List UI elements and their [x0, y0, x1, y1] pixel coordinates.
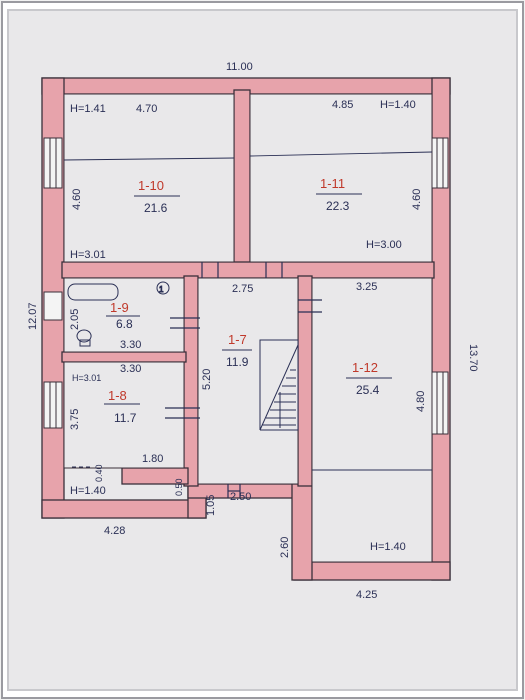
room-1-9-depth: 2.05	[69, 309, 81, 330]
dim-stair-opening: 2.50	[230, 491, 251, 503]
floor-room-1-10	[63, 93, 235, 263]
window-left-bottom	[43, 381, 63, 429]
room-1-8-area: 11.7	[114, 411, 137, 425]
room-1-8-gap: 0.40	[94, 464, 104, 482]
room-1-9: 2.05 1-9 6.8 3.30	[69, 300, 141, 351]
wall-corridor-right	[297, 275, 313, 487]
room-1-8-width: 3.30	[120, 363, 141, 375]
room-1-11: 4.85 H=1.40 4.60 1-11 22.3 H=3.00	[316, 99, 423, 251]
room-1-8-number: 1-8	[108, 388, 127, 403]
room-1-11-area: 22.3	[326, 199, 350, 213]
room-1-9-number: 1-9	[110, 300, 129, 315]
dim-overall-height-right: 13.70	[467, 344, 479, 372]
windows	[43, 137, 449, 435]
room-1-10: H=1.41 4.70 4.60 1-10 21.6 H=3.01	[70, 103, 180, 261]
room-1-11-number: 1-11	[320, 176, 345, 191]
room-1-10-width: 4.70	[136, 103, 157, 115]
room-1-11-width: 4.85	[332, 99, 353, 111]
room-1-8-depth: 3.75	[69, 409, 81, 430]
room-1-7-area: 11.9	[226, 355, 249, 369]
dim-overall-height-left: 12.07	[27, 302, 39, 330]
room-1-8-height-bottom: H=1.40	[70, 485, 106, 497]
floor-room-1-12	[311, 277, 433, 563]
wall-bottom-left	[41, 499, 207, 519]
window-right-top	[431, 137, 449, 189]
room-1-11-height-top: H=1.40	[380, 99, 416, 111]
staircase	[259, 339, 299, 431]
internal-lines	[63, 151, 433, 471]
dim-overall-width: 11.00	[226, 61, 253, 73]
wall-bath-divider	[61, 351, 187, 363]
dim-bottom-right: 4.25	[356, 589, 377, 601]
floor-room-1-7	[197, 277, 299, 485]
paper-border	[1, 3, 524, 697]
room-1-7-depth: 5.20	[201, 369, 213, 390]
room-1-11-depth: 4.60	[411, 189, 423, 210]
wall-corridor-left	[183, 275, 199, 487]
wall-vestibule-right	[291, 483, 313, 581]
window-left-top	[43, 137, 63, 189]
room-1-8-height-top: H=3.01	[72, 373, 101, 383]
room-1-9-width: 3.30	[120, 339, 141, 351]
room-1-7-width: 2.75	[232, 283, 253, 295]
room-1-12-area: 25.4	[356, 383, 380, 397]
room-1-9-area: 6.8	[116, 317, 133, 331]
drain-icon	[156, 281, 170, 295]
room-1-12-height-bottom: H=1.40	[370, 541, 406, 553]
floor-room-1-8	[63, 361, 185, 469]
room-1-12: 3.25 1-12 25.4 4.80 H=1.40	[346, 281, 427, 553]
dim-small-step: 0.50	[174, 478, 184, 496]
door-marks	[165, 262, 322, 498]
room-1-10-depth: 4.60	[71, 189, 83, 210]
dimension-labels: 11.00 12.07 13.70 4.28 4.25 2.50 1.05 2.…	[27, 61, 479, 601]
wall-bottom-right	[293, 561, 451, 581]
dim-lower-step: 2.60	[279, 537, 291, 558]
room-1-7: 2.75 5.20 1-7 11.9	[201, 283, 253, 390]
floor-room-1-11	[249, 93, 433, 263]
room-1-11-height-bottom: H=3.00	[366, 239, 402, 251]
dim-vestibule-depth: 1.05	[205, 495, 217, 516]
room-1-10-height-top: H=1.41	[70, 103, 106, 115]
bathtub-icon	[67, 283, 119, 301]
svg-text:1: 1	[159, 285, 164, 294]
window-left-bath	[43, 291, 63, 321]
bath-fixtures: 1	[67, 281, 170, 347]
room-1-8: H=3.01 3.30 3.75 1-8 11.7 1.80 0.40 H=1.…	[69, 363, 163, 497]
dim-bottom-left: 4.28	[104, 525, 125, 537]
wall-mid-top	[233, 89, 251, 269]
room-1-8-width-bottom: 1.80	[142, 453, 163, 465]
wall-mid-horizontal	[61, 261, 435, 279]
room-1-10-height-bottom: H=3.01	[70, 249, 106, 261]
room-1-12-number: 1-12	[352, 360, 378, 375]
window-right-bottom	[431, 371, 449, 435]
room-floors	[63, 93, 433, 563]
room-1-7-number: 1-7	[228, 332, 247, 347]
room-1-10-area: 21.6	[144, 201, 168, 215]
room-1-12-width: 3.25	[356, 281, 377, 293]
toilet-icon	[76, 329, 92, 347]
room-1-12-depth: 4.80	[415, 391, 427, 412]
room-1-10-number: 1-10	[138, 178, 164, 193]
